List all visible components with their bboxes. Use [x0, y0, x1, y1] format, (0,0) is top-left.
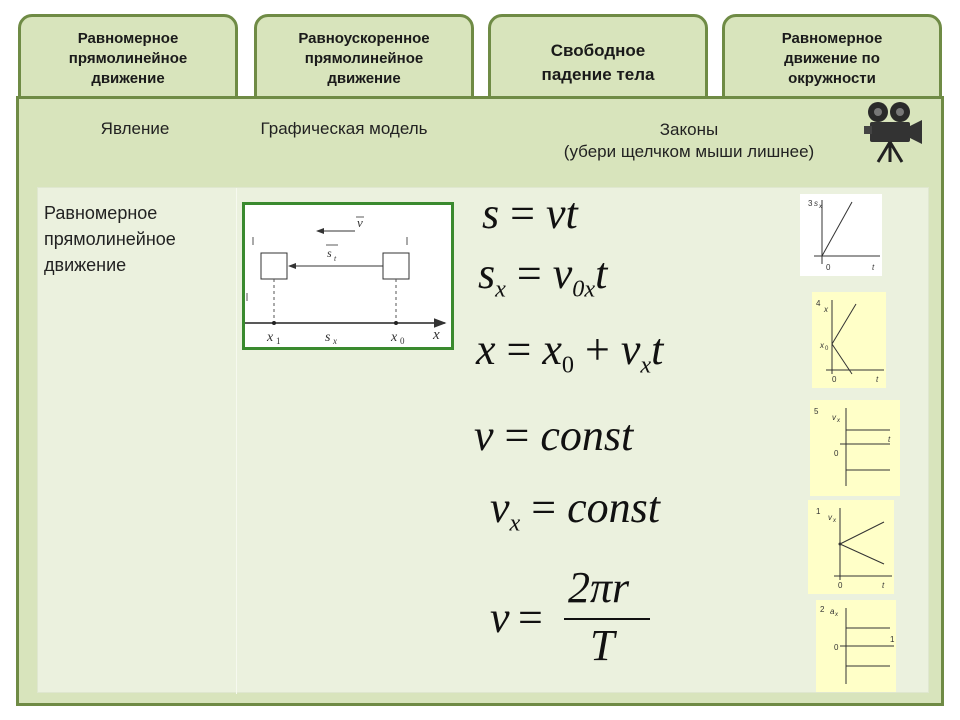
phenomenon-text: Равномерное прямолинейное движение	[44, 203, 176, 275]
formula-vx-const[interactable]: vx = const	[490, 483, 660, 537]
formula-term: s	[482, 189, 500, 238]
graph-origin: 0	[834, 449, 839, 458]
graph-number: 4	[816, 299, 821, 308]
tab-label: Свободное падение тела	[541, 41, 655, 84]
displacement-label: s	[327, 246, 332, 260]
velocity-label: v	[357, 215, 363, 230]
x0-label: x	[390, 330, 398, 345]
axis-x-label: x	[432, 327, 440, 343]
graph-y-sub: x	[836, 418, 841, 424]
header-model: Графическая модель	[260, 119, 428, 138]
graph-y-label: a	[830, 607, 835, 616]
formula-term: t	[595, 249, 608, 298]
graph-4-x-t[interactable]: 4 x x 0 0 t	[812, 292, 886, 388]
graph-2-ax-t[interactable]: 2 a x 0 1	[816, 600, 896, 692]
formula-sub: x	[640, 351, 652, 379]
graph-5-vx-t[interactable]: 5 v x 0 t	[810, 400, 900, 496]
x1-sub: 1	[276, 336, 281, 346]
graph-y-sub: x	[818, 204, 823, 210]
graph-y-sub: x	[832, 518, 837, 524]
formula-term: v	[490, 483, 510, 532]
graph-origin: 0	[832, 375, 837, 384]
graph-number: 1	[816, 507, 821, 516]
content-area: Равномерное прямолинейное движение v	[37, 187, 929, 694]
tab-label: Равноускоренное прямолинейное движение	[298, 30, 430, 87]
tab-label: Равномерное прямолинейное движение	[68, 30, 188, 87]
film-camera-icon-svg	[864, 102, 922, 163]
graph-y-label: x	[823, 305, 829, 314]
column-divider	[236, 188, 237, 694]
tab-label: Равномерное движение по окружности	[781, 30, 883, 87]
fraction-numerator: 2πr	[568, 563, 630, 612]
graph-svg: 1 v x 0 t	[816, 507, 892, 590]
motion-diagram: v s t x	[245, 215, 447, 346]
formula-sub: 0x	[572, 275, 596, 303]
graph-x-label: t	[876, 375, 879, 384]
sx-sub: x	[332, 336, 337, 346]
graph-x-label: t	[872, 263, 875, 272]
graph-svg: 2 a x 0 1	[820, 605, 895, 684]
formula-term: x	[476, 325, 496, 374]
formula-sx-v0xt[interactable]: sx = v0xt	[478, 249, 608, 303]
x1-label: x	[266, 330, 274, 345]
formula-sub: x	[509, 509, 521, 537]
formula-term: const	[540, 411, 634, 460]
graph-x-label: t	[888, 435, 891, 444]
graph-origin: 0	[826, 263, 831, 272]
graph-svg: 4 x x 0 0 t	[816, 299, 884, 384]
graph-y-sub: x	[834, 612, 839, 618]
graph-y0-sub: 0	[825, 346, 829, 352]
formula-term: v	[620, 325, 641, 374]
x0-sub: 0	[400, 336, 405, 346]
graph-y-label: v	[832, 413, 837, 422]
graph-origin: 0	[838, 581, 843, 590]
body-initial	[382, 252, 410, 280]
graph-x-label: 1	[890, 635, 895, 644]
graph-y-label: s	[814, 199, 818, 208]
graph-svg: 3 s x 0 t	[808, 199, 880, 272]
formula-sub: 0	[561, 351, 574, 379]
formula-term: vt	[545, 189, 578, 238]
graph-origin: 0	[834, 643, 839, 652]
graph-x-label: t	[882, 581, 885, 590]
graph-y0-label: x	[819, 341, 825, 350]
body-final	[260, 252, 288, 280]
fraction-bar	[564, 618, 650, 620]
graph-number: 5	[814, 407, 819, 416]
graph-3-sx-t[interactable]: 3 s x 0 t	[800, 194, 882, 276]
header-laws: Законы (убери щелчком мыши лишнее)	[563, 120, 815, 161]
graph-number: 3	[808, 199, 813, 208]
graphical-model: v s t x	[242, 202, 454, 350]
formula-term: v	[490, 593, 510, 642]
graph-number: 2	[820, 605, 825, 614]
formula-term: v	[552, 249, 573, 298]
graph-1-vx-t[interactable]: 1 v x 0 t	[808, 500, 894, 594]
formula-x-x0-vxt[interactable]: x = x0 + vxt	[476, 325, 664, 379]
formula-term: t	[651, 325, 664, 374]
formula-sub: x	[495, 275, 506, 303]
displacement-sub: t	[334, 254, 337, 263]
graph-svg: 5 v x 0 t	[814, 407, 891, 486]
main-panel: Явление Графическая модель Законы (убери…	[16, 96, 944, 706]
formula-term: x	[542, 325, 562, 374]
formula-v-const[interactable]: v = const	[474, 411, 634, 460]
formula-s-vt[interactable]: s = vt	[482, 189, 578, 238]
header-phenomenon: Явление	[100, 119, 170, 138]
formula-term: const	[567, 483, 660, 532]
sx-label: s	[325, 330, 331, 345]
fraction-denominator: T	[590, 621, 615, 670]
formula-term: v	[474, 411, 494, 460]
film-camera-icon[interactable]	[860, 100, 926, 164]
formula-v-2pir-T[interactable]: v = 2πr T	[490, 562, 690, 672]
graph-y-label: v	[828, 513, 833, 522]
formula-term: s	[478, 249, 496, 298]
